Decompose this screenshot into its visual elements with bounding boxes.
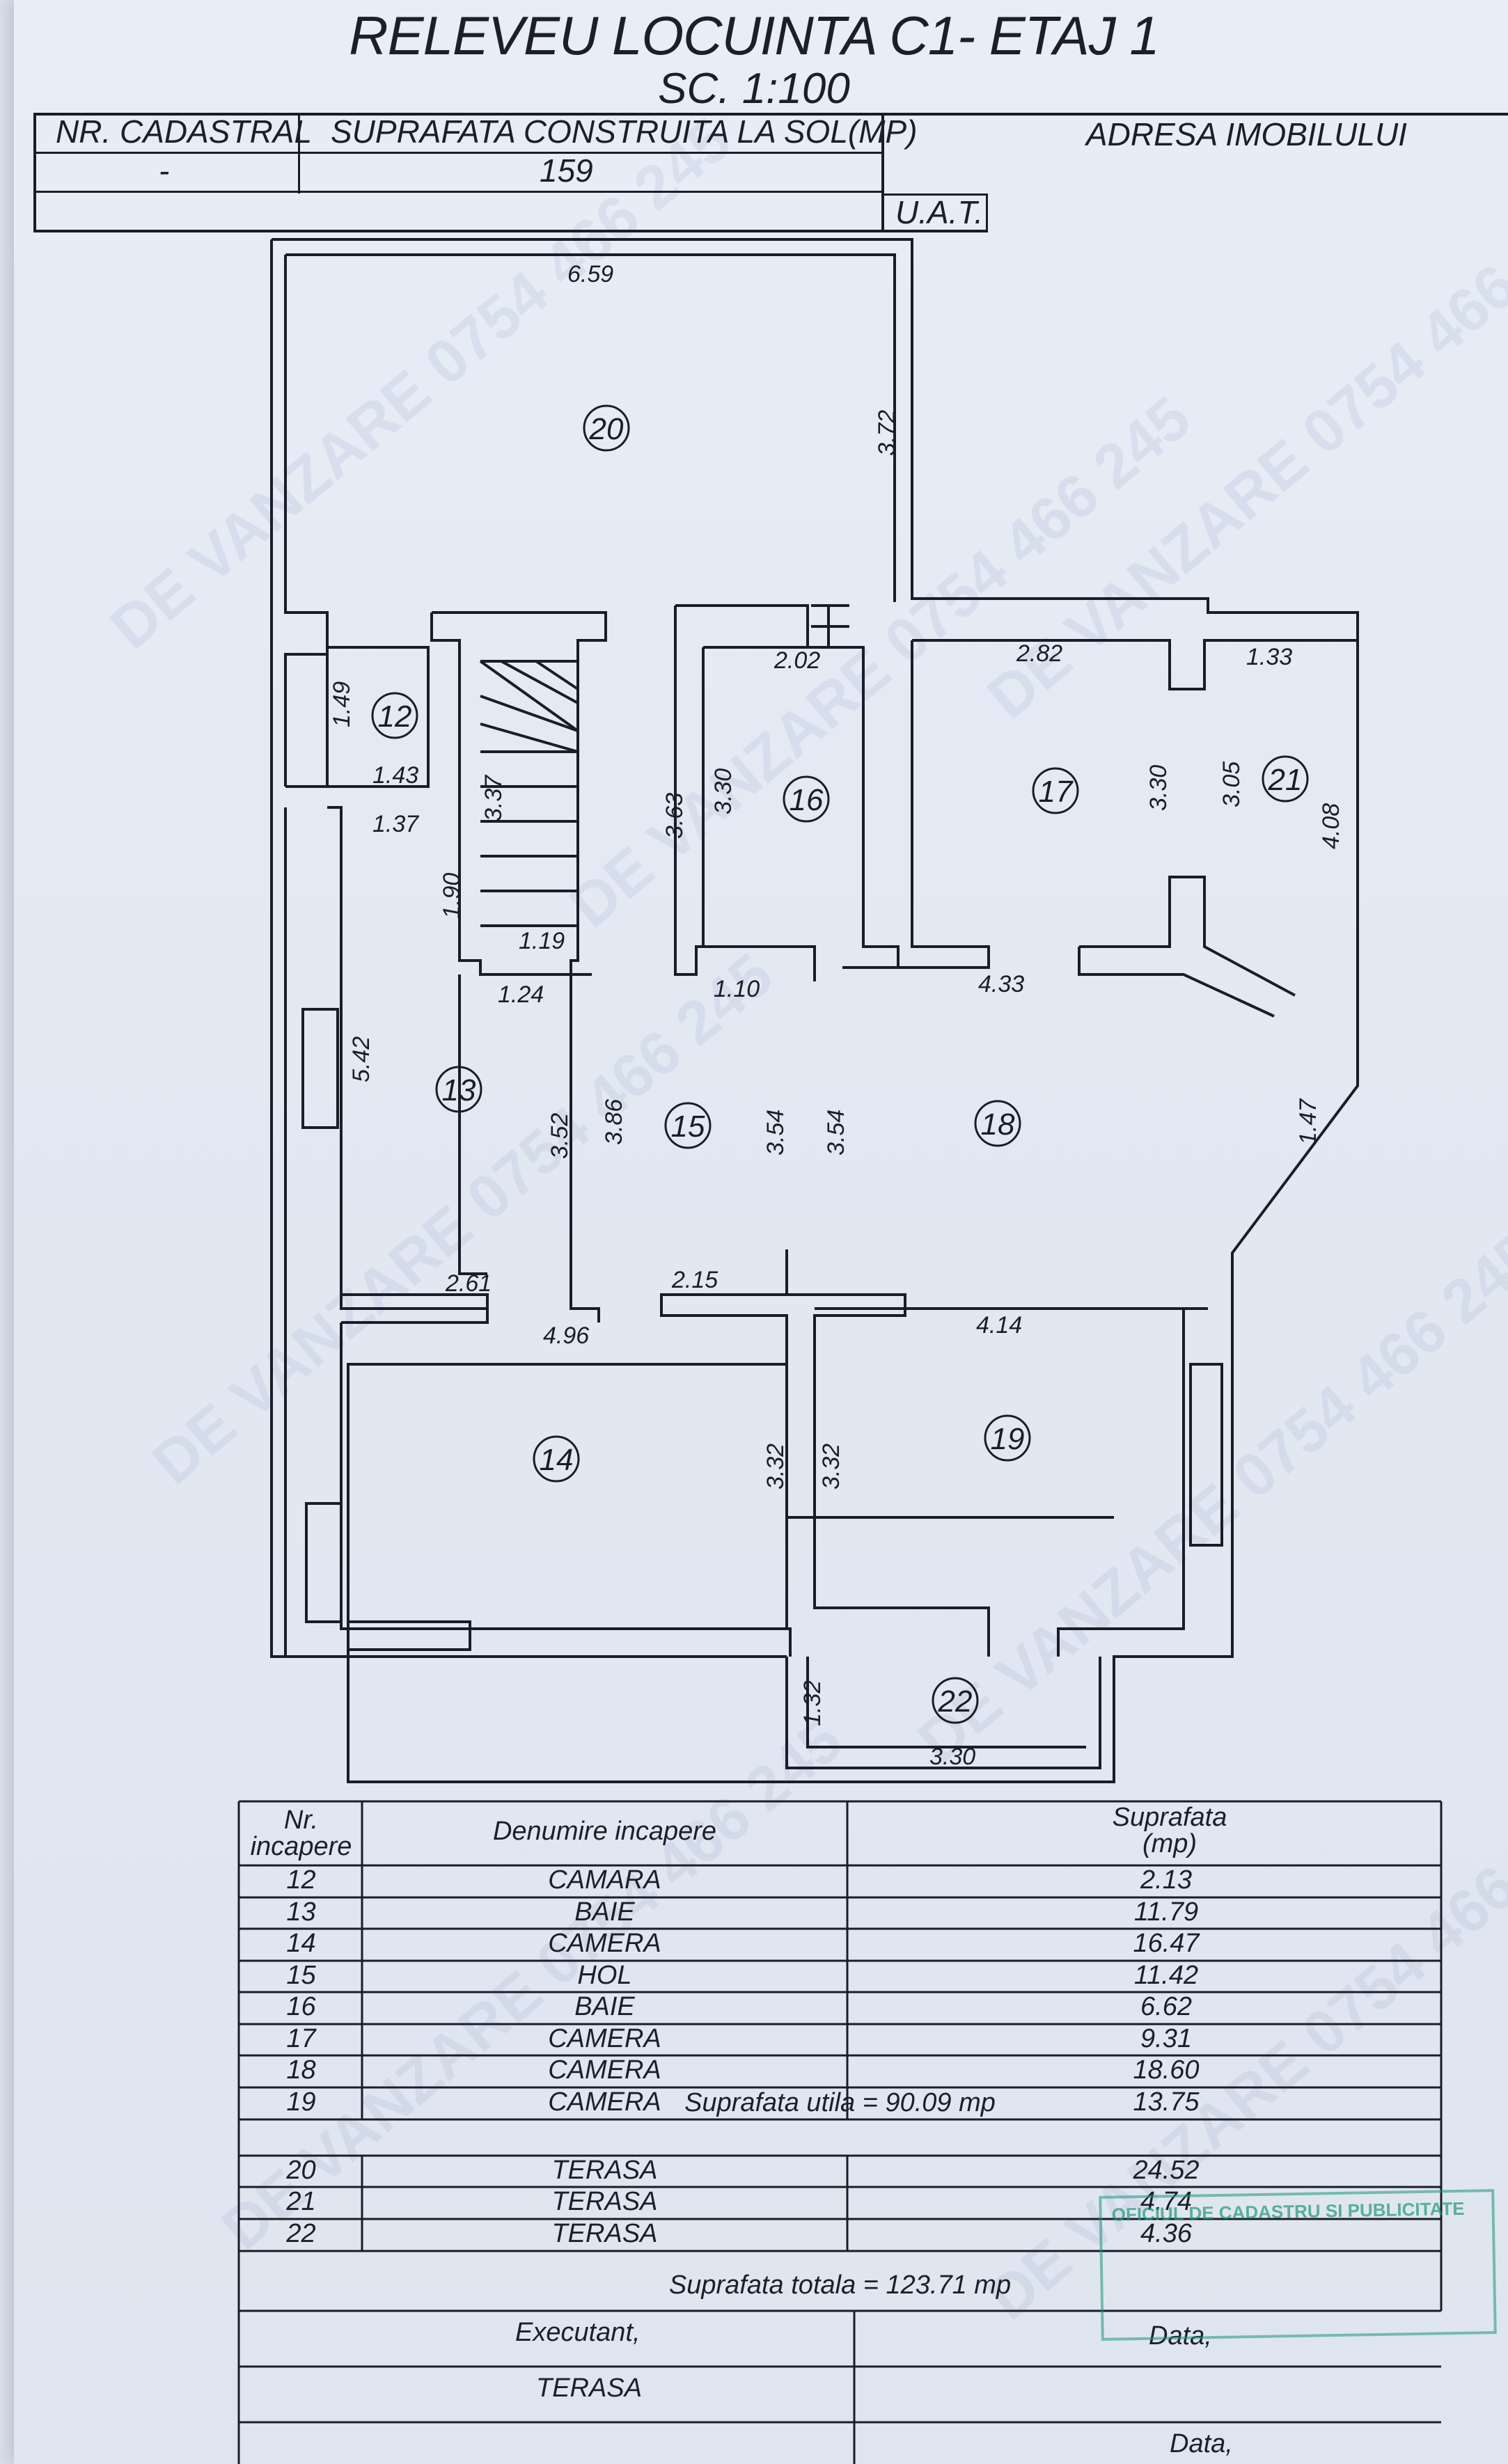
room-label-16: 16 [790, 783, 824, 817]
room-number-cell: 18 [286, 2055, 316, 2085]
room-number-cell: 12 [286, 1865, 316, 1895]
room-label-21: 21 [1268, 763, 1303, 797]
room-number-cell: 15 [286, 1961, 316, 1990]
dimension-label: 1.37 [372, 811, 419, 837]
uat-label: U.A.T. [895, 194, 984, 230]
room-area-cell: 16.47 [1133, 1929, 1200, 1958]
room-name-cell: HOL [577, 1961, 632, 1990]
dimension-label: 1.24 [498, 981, 544, 1008]
room-name-cell: TERASA [551, 2187, 658, 2216]
dimension-label: 3.86 [601, 1099, 627, 1145]
room-name-cell: TERASA [551, 2219, 658, 2248]
dimension-label: 1.43 [372, 762, 418, 789]
room-area-cell: 18.60 [1133, 2055, 1200, 2085]
room-number-cell: 16 [286, 1992, 316, 2021]
header-room-name: Denumire incapere [492, 1817, 717, 1846]
dimension-label: 1.10 [714, 976, 760, 1002]
room-number-cell: 21 [286, 2187, 316, 2216]
paper-sheet [14, 0, 1508, 2464]
room-area-cell: 11.42 [1133, 1961, 1199, 1990]
room-area-cell: 24.52 [1133, 2156, 1200, 2185]
dimension-label: 3.05 [1218, 761, 1245, 807]
room-area-cell: 4.36 [1140, 2219, 1192, 2248]
dimension-label: 3.54 [762, 1109, 789, 1155]
dimension-label: 2.02 [773, 647, 820, 674]
room-label-12: 12 [378, 700, 412, 734]
useful-area-row: Suprafata utila = 90.09 mp [684, 2088, 996, 2117]
room-label-22: 22 [938, 1684, 973, 1719]
built-area-label: SUPRAFATA CONSTRUITA LA SOL(MP) [331, 113, 918, 150]
executant-label: Executant, [515, 2318, 641, 2347]
dimension-label: 4.14 [976, 1312, 1022, 1338]
room-area-cell: 6.62 [1140, 1992, 1192, 2021]
dimension-label: 4.96 [543, 1322, 589, 1349]
room-name-cell: CAMERA [548, 2087, 661, 2117]
dimension-label: 3.72 [874, 410, 900, 456]
room-number-cell: 19 [286, 2087, 316, 2117]
room-name-cell: BAIE [574, 1897, 635, 1927]
room-name-cell: CAMERA [548, 2024, 661, 2053]
room-label-13: 13 [442, 1073, 476, 1107]
cadastre-stamp: OFICIUL DE CADASTRU SI PUBLICITATE [1099, 2189, 1497, 2341]
header-room-number: Nr. incapere [250, 1806, 352, 1861]
room-label-18: 18 [981, 1107, 1015, 1142]
dimension-label: 6.59 [567, 261, 613, 287]
dimension-label: 3.30 [1145, 765, 1172, 811]
dimension-label: 1.49 [329, 681, 355, 727]
dimension-label: 3.37 [480, 775, 507, 821]
room-label-14: 14 [540, 1443, 574, 1477]
room-area-cell: 9.31 [1140, 2024, 1192, 2053]
scale-label: SC. 1:100 [658, 65, 850, 113]
room-label-20: 20 [589, 412, 624, 446]
dimension-label: 3.30 [710, 768, 737, 814]
dimension-label: 3.32 [762, 1444, 789, 1490]
header-room-area: Suprafata (mp) [1112, 1803, 1227, 1858]
room-name-cell: CAMERA [548, 1929, 661, 1958]
dimension-label: 3.32 [818, 1444, 845, 1490]
room-area-cell: 13.75 [1133, 2087, 1200, 2117]
dimension-label: 3.30 [929, 1744, 975, 1770]
dimension-label: 1.47 [1295, 1098, 1321, 1145]
built-area-value: 159 [540, 152, 593, 189]
room-area-cell: 11.79 [1133, 1897, 1199, 1927]
cadastral-number-label: NR. CADASTRAL [56, 113, 313, 150]
total-area-row: Suprafata totala = 123.71 mp [668, 2270, 1012, 2300]
room-name-cell: TERASA [551, 2156, 658, 2185]
dimension-label: 1.90 [439, 873, 465, 919]
room-name-cell: CAMARA [548, 1865, 661, 1895]
cadastral-number-value: - [159, 152, 170, 189]
room-name-cell: CAMERA [548, 2055, 661, 2085]
dimension-label: 3.63 [661, 793, 688, 839]
room-number-cell: 22 [286, 2219, 316, 2248]
dimension-label: 2.15 [671, 1267, 718, 1293]
room-label-19: 19 [991, 1422, 1025, 1456]
dimension-label: 3.54 [823, 1109, 849, 1155]
dimension-label: 3.52 [547, 1113, 573, 1159]
dimension-label: 1.33 [1246, 644, 1292, 670]
dimension-label: 4.33 [978, 971, 1024, 997]
room-area-cell: 4.74 [1140, 2187, 1192, 2216]
terrace-label: TERASA [536, 2374, 643, 2403]
room-area-cell: 2.13 [1140, 1865, 1192, 1895]
date-label: Data, [1149, 2321, 1212, 2351]
room-label-17: 17 [1039, 775, 1074, 809]
room-number-cell: 17 [286, 2024, 316, 2053]
room-number-cell: 13 [286, 1897, 316, 1927]
date-label: Data, [1170, 2429, 1233, 2458]
room-label-15: 15 [671, 1109, 705, 1144]
room-number-cell: 14 [286, 1929, 316, 1958]
dimension-label: 1.32 [799, 1680, 826, 1726]
dimension-label: 2.61 [445, 1270, 492, 1297]
stamp-text: OFICIUL DE CADASTRU SI PUBLICITATE [1111, 2197, 1465, 2225]
room-name-cell: BAIE [574, 1992, 635, 2021]
room-number-cell: 20 [286, 2156, 316, 2185]
dimension-label: 2.82 [1016, 640, 1062, 667]
document-title: RELEVEU LOCUINTA C1- ETAJ 1 [349, 5, 1160, 66]
dimension-label: 1.19 [519, 928, 565, 954]
dimension-label: 4.08 [1318, 803, 1344, 849]
dimension-label: 5.42 [348, 1036, 375, 1082]
property-address-label: ADRESA IMOBILULUI [1086, 116, 1407, 152]
